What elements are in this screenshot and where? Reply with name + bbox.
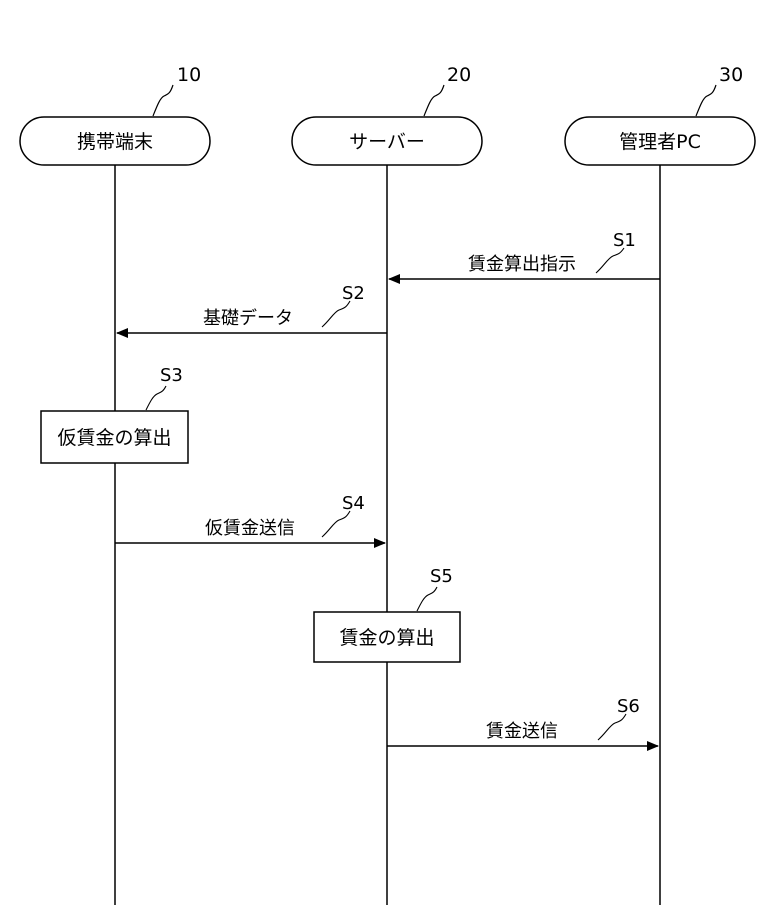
message-s1: 賃金算出指示 S1 — [389, 230, 660, 279]
step-label: S3 — [160, 365, 183, 386]
message-label: 基礎データ — [203, 308, 293, 329]
step-leader — [146, 386, 166, 410]
step-label: S6 — [617, 696, 640, 717]
step-leader — [598, 714, 626, 740]
actor-label: サーバー — [349, 131, 425, 153]
actor-label: 携帯端末 — [77, 131, 153, 153]
step-label: S2 — [342, 283, 365, 304]
step-leader — [322, 301, 350, 327]
step-leader — [596, 248, 624, 273]
step-leader — [322, 511, 350, 537]
step-label: S1 — [613, 230, 636, 251]
process-label: 賃金の算出 — [339, 627, 434, 649]
step-leader — [417, 587, 437, 611]
message-label: 賃金送信 — [486, 721, 558, 742]
actor-label: 管理者PC — [619, 131, 701, 153]
message-s2: 基礎データ S2 — [117, 283, 387, 333]
step-label: S5 — [430, 566, 453, 587]
reference-leader — [424, 85, 444, 116]
actor-server: サーバー 20 — [292, 64, 482, 165]
reference-leader — [696, 85, 716, 116]
reference-number: 30 — [719, 64, 743, 86]
message-s4: 仮賃金送信 S4 — [115, 493, 385, 543]
reference-number: 10 — [177, 64, 201, 86]
message-label: 仮賃金送信 — [205, 518, 295, 539]
actor-admin-pc: 管理者PC 30 — [565, 64, 755, 165]
reference-leader — [153, 85, 173, 116]
process-label: 仮賃金の算出 — [57, 427, 171, 449]
message-s6: 賃金送信 S6 — [387, 696, 658, 746]
step-label: S4 — [342, 493, 365, 514]
message-label: 賃金算出指示 — [468, 254, 576, 275]
actor-mobile-terminal: 携帯端末 10 — [20, 64, 210, 165]
reference-number: 20 — [447, 64, 471, 86]
